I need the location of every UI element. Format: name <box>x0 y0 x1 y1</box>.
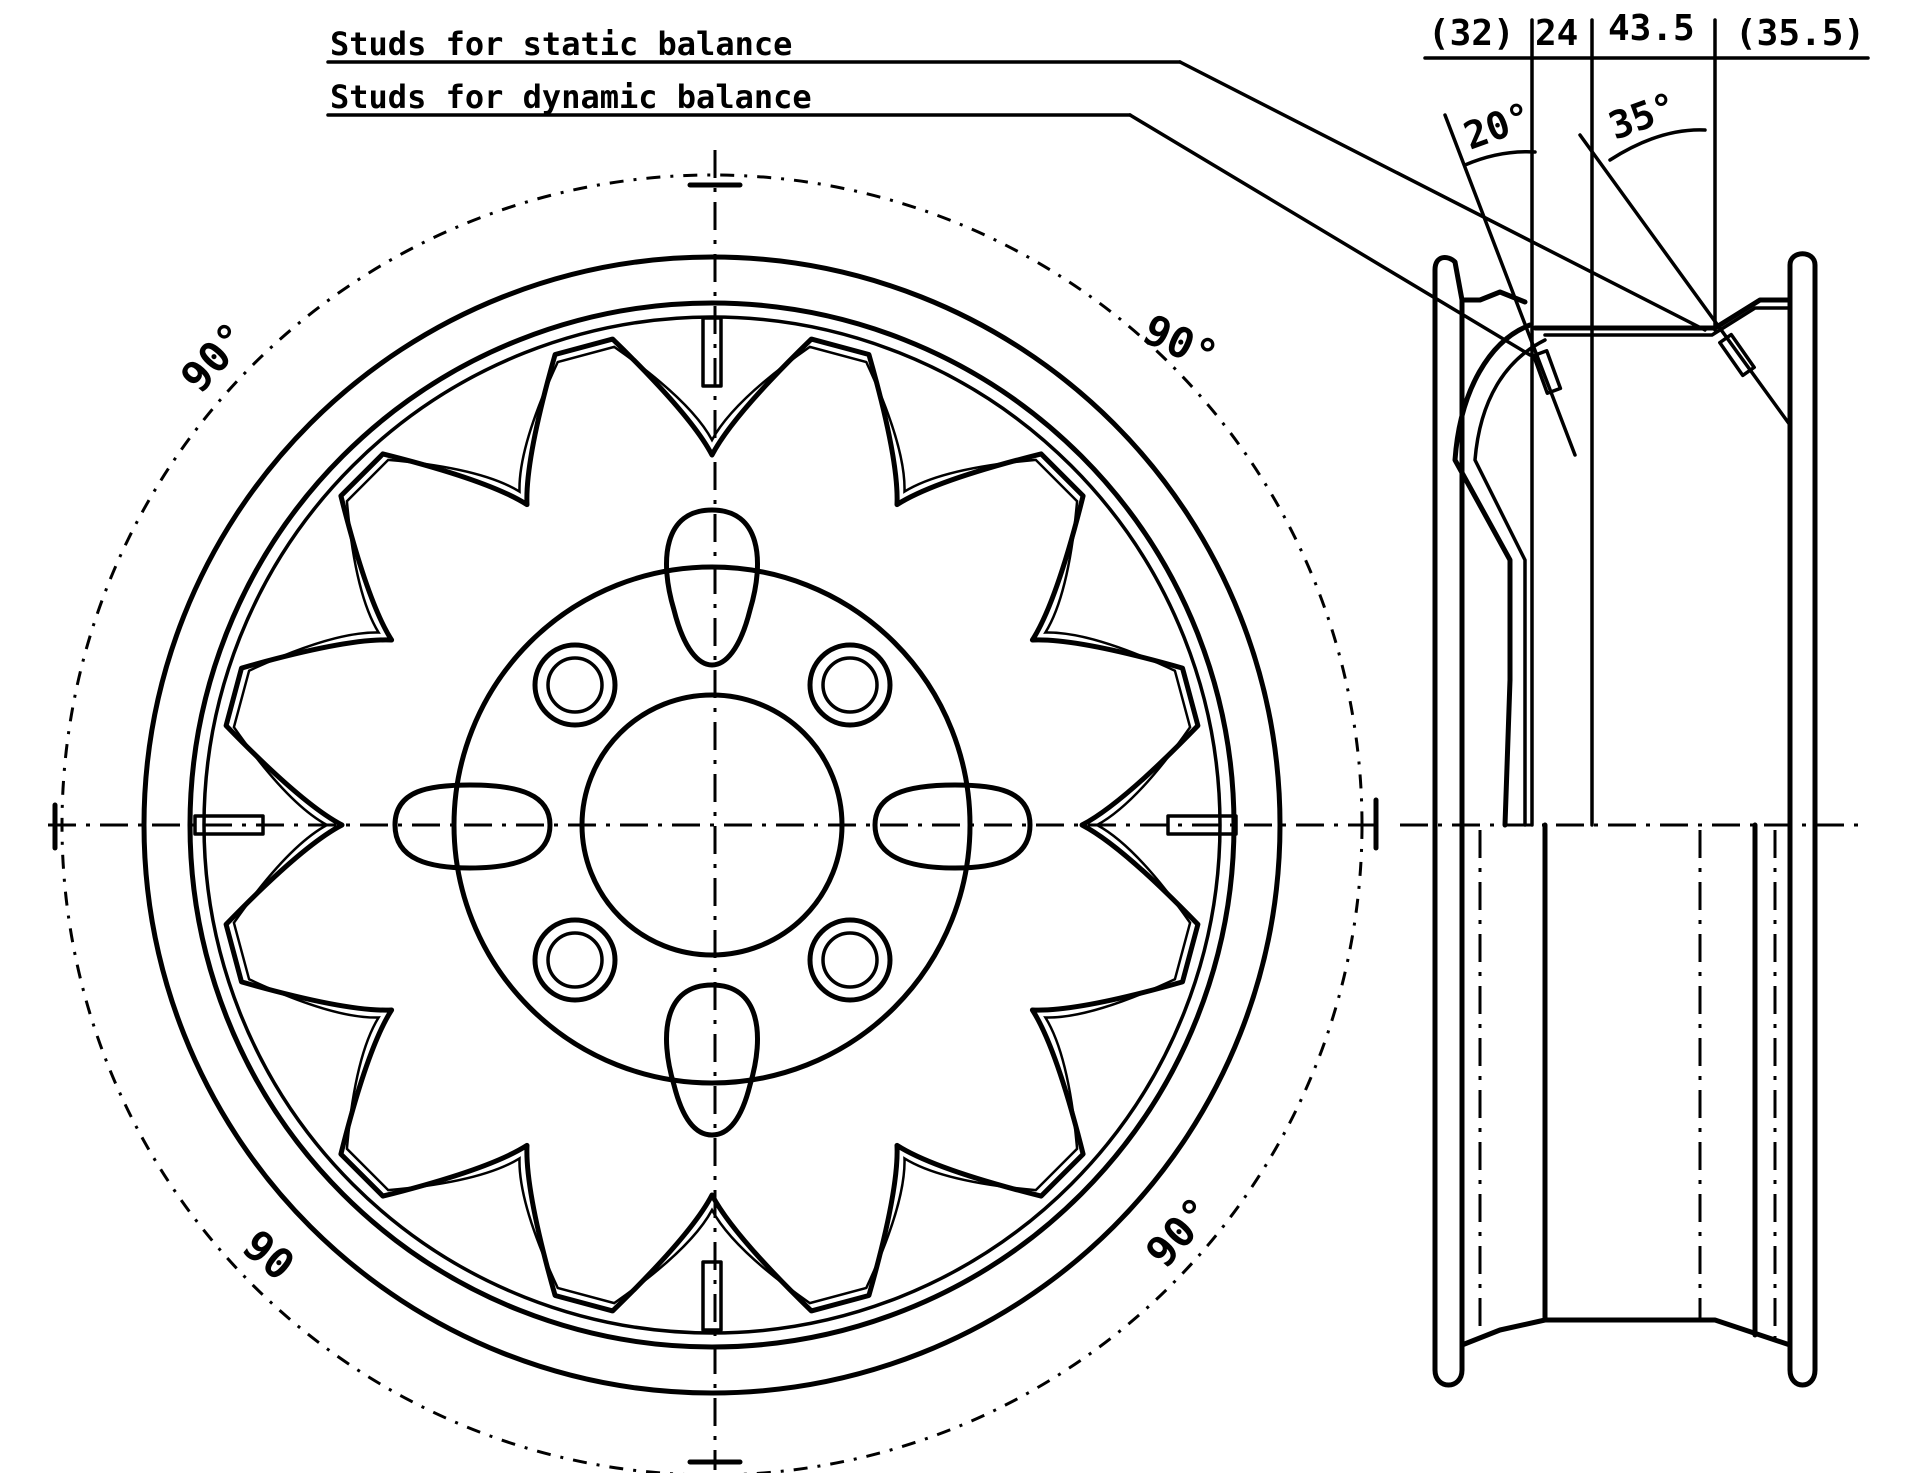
spoke-cutout-inner <box>232 345 1192 1305</box>
rim-well <box>1532 251 1818 828</box>
balance-studs <box>193 316 1238 1332</box>
lug-hole-inner <box>546 931 604 989</box>
leader-static-line <box>1178 60 1707 332</box>
lug-hole <box>532 642 618 728</box>
angle-35: 35° <box>1603 84 1683 149</box>
lug-hole <box>807 642 893 728</box>
vent-slot-bottom <box>664 982 760 1138</box>
angle-line-20 <box>1443 113 1577 457</box>
rim-disc <box>1452 322 1533 828</box>
angle-arc-20 <box>1463 150 1537 167</box>
lug-hole <box>807 917 893 1003</box>
dim-24: 24 <box>1535 13 1578 54</box>
angle-line-35 <box>1578 133 1792 427</box>
dim-32: (32) <box>1428 13 1515 54</box>
angle-20: 20° <box>1458 94 1538 159</box>
rim-well-inner <box>1543 306 1792 337</box>
label-static-balance: Studs for static balance <box>330 25 792 63</box>
angle-arc-35 <box>1608 128 1707 162</box>
angle-label-bottom-right: 90° <box>1136 1188 1223 1277</box>
rim-profile-left-flange <box>1432 255 1528 828</box>
angle-label-bottom-left: 90 <box>234 1220 304 1290</box>
vent-slots <box>392 507 1033 1138</box>
stud-labels: Studs for static balance Studs for dynam… <box>326 25 1707 357</box>
spoke-cutout-outline <box>223 336 1201 1314</box>
balance-stud-top <box>701 316 723 388</box>
side-stud-dynamic <box>1718 332 1756 378</box>
rim-lower-left <box>1432 822 1465 1388</box>
lug-holes <box>532 642 893 1003</box>
vent-slot-top <box>664 507 760 668</box>
angle-label-top-left: 90° <box>171 313 258 402</box>
lug-hole-inner <box>821 931 879 989</box>
dim-435: 43.5 <box>1608 8 1695 49</box>
lug-hole-inner <box>821 656 879 714</box>
vent-slot-right <box>872 782 1033 871</box>
front-view: 90° 90° 90 90° <box>48 150 1380 1473</box>
side-stud-static <box>1531 349 1563 395</box>
lug-hole-inner <box>546 656 604 714</box>
rim-outer-edge <box>141 254 1283 1396</box>
dim-355: (35.5) <box>1735 13 1865 54</box>
rim-lower-right <box>1787 822 1818 1388</box>
side-view: (32) 24 43.5 (35.5) 20° 35° <box>1400 8 1870 1388</box>
lug-hole <box>532 917 618 1003</box>
rim-disc-inner <box>1473 338 1547 827</box>
angle-label-top-right: 90° <box>1136 305 1225 381</box>
vent-slot-left <box>392 782 553 871</box>
balance-stud-bottom <box>701 1260 723 1332</box>
label-dynamic-balance: Studs for dynamic balance <box>330 78 812 116</box>
rim-lower-well <box>1459 1317 1793 1348</box>
